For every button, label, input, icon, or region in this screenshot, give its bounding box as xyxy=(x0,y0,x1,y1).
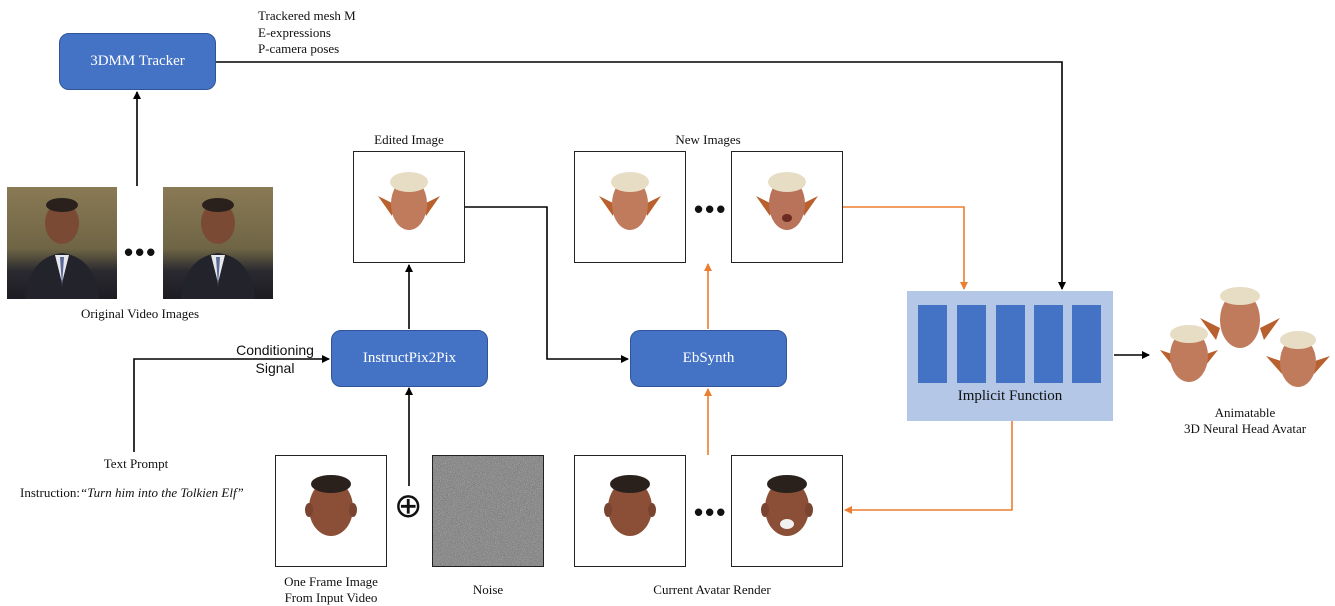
person-icon xyxy=(25,198,99,299)
current-avatar-render-label: Current Avatar Render xyxy=(653,582,771,597)
edited-image-frame xyxy=(353,151,465,263)
elf-face-icon xyxy=(378,172,440,230)
face-icon xyxy=(305,475,357,536)
tracker-output-mesh: Trackered mesh M xyxy=(258,8,356,23)
arrow-prompt-to-instructpix2pix xyxy=(133,355,330,452)
original-video-label: Original Video Images xyxy=(80,306,200,321)
text-prompt-label: Text Prompt xyxy=(103,456,169,471)
edited-image-label: Edited Image xyxy=(374,132,444,147)
avatar-label-line2: 3D Neural Head Avatar xyxy=(1183,421,1307,436)
implicit-layer-5 xyxy=(1072,305,1101,383)
arrow-new-images-to-implicit xyxy=(843,206,968,290)
arrow-implicit-to-render xyxy=(844,421,1013,514)
noise-label: Noise xyxy=(472,582,504,597)
elf-face-icon xyxy=(756,172,818,230)
instruction-quote: “Turn him into the Tolkien Elf” xyxy=(79,485,244,500)
tracker-output-poses: P-camera poses xyxy=(258,41,340,56)
implicit-layer-4 xyxy=(1034,305,1063,383)
implicit-layer-3 xyxy=(996,305,1025,383)
instruction-text: Instruction:“Turn him into the Tolkien E… xyxy=(20,485,244,501)
render-frame-2 xyxy=(731,455,843,567)
new-image-frame-1 xyxy=(574,151,686,263)
noise-image xyxy=(432,455,544,567)
elf-face-icon xyxy=(599,172,661,230)
ebsynth-node[interactable]: EbSynth xyxy=(630,330,787,387)
implicit-function-block[interactable]: Implicit Function xyxy=(907,291,1113,421)
implicit-function-label: Implicit Function xyxy=(957,388,1063,404)
plus-symbol: ⊕ xyxy=(394,486,423,526)
original-video-frame-1 xyxy=(7,187,117,299)
new-image-frame-2 xyxy=(731,151,843,263)
ellipsis-render: ••• xyxy=(694,497,728,527)
one-frame-label-line2: From Input Video xyxy=(284,590,378,605)
avatar-heads xyxy=(1160,278,1332,398)
instructpix2pix-node[interactable]: InstructPix2Pix xyxy=(331,330,488,387)
elf-heads-icon xyxy=(1160,287,1330,387)
noise-pattern-icon xyxy=(433,456,543,566)
arrow-edited-to-ebsynth xyxy=(465,206,629,363)
avatar-label-line1: Animatable xyxy=(1214,405,1276,420)
person-icon xyxy=(181,198,255,299)
instruction-prefix: Instruction: xyxy=(20,485,80,500)
implicit-layer-2 xyxy=(957,305,986,383)
ellipsis-new-images: ••• xyxy=(694,194,728,224)
implicit-layer-1 xyxy=(918,305,947,383)
render-frame-1 xyxy=(574,455,686,567)
new-images-label: New Images xyxy=(675,132,741,147)
conditioning-signal-line2: Signal xyxy=(255,360,295,376)
conditioning-signal-line1: Conditioning xyxy=(236,342,314,358)
tracker-node[interactable]: 3DMM Tracker xyxy=(59,33,216,90)
tracker-output-expressions: E-expressions xyxy=(258,25,331,40)
one-frame-label-line1: One Frame Image xyxy=(284,574,378,589)
arrow-tracker-to-implicit xyxy=(216,61,1066,290)
face-icon xyxy=(604,475,656,536)
ellipsis-original: ••• xyxy=(124,237,158,267)
input-frame-image xyxy=(275,455,387,567)
face-icon xyxy=(761,475,813,536)
original-video-frame-2 xyxy=(163,187,273,299)
